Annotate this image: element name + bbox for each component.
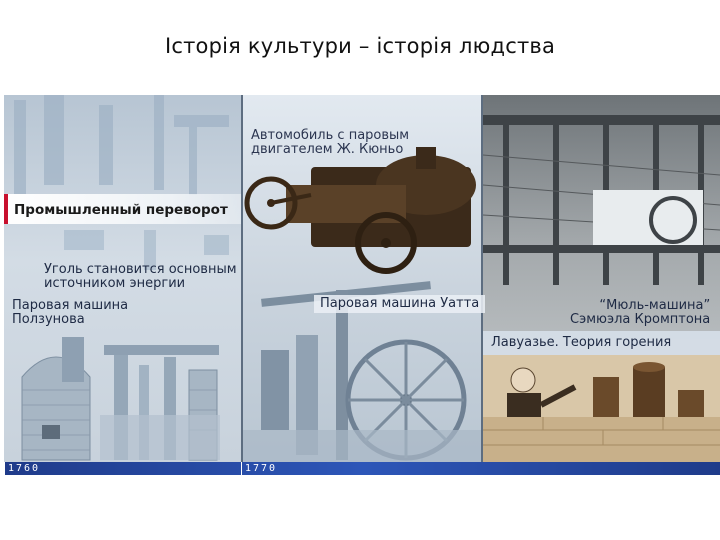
panel-divider bbox=[241, 95, 243, 463]
caption-cugnot: Автомобиль с паровым двигателем Ж. Кюньо bbox=[251, 128, 410, 157]
panel-mule-lavoisier bbox=[483, 95, 720, 463]
section-heading: Промышленный переворот bbox=[14, 202, 228, 218]
caption-polzunov: Паровая машина Ползунова bbox=[12, 298, 129, 327]
caption-lavoisier: Лавуазье. Теория горения bbox=[491, 335, 672, 350]
watt-engine-illustration bbox=[241, 147, 483, 463]
timeline-bar: 1760 1770 bbox=[4, 462, 720, 475]
spinning-mule-illustration bbox=[483, 115, 720, 463]
timeline-year: 1760 bbox=[8, 463, 41, 474]
panel-polzunov bbox=[4, 95, 241, 463]
caption-lavoisier-box: Лавуазье. Теория горения bbox=[483, 331, 720, 355]
panel-divider bbox=[481, 95, 483, 463]
caption-watt: Паровая машина Уатта bbox=[314, 295, 486, 313]
caption-coal: Уголь становится основным источником эне… bbox=[44, 262, 237, 291]
section-heading-strip: Промышленный переворот bbox=[4, 194, 241, 224]
timeline-year: 1770 bbox=[245, 463, 278, 474]
industrial-revolution-collage: Промышленный переворот Автомобиль с паро… bbox=[4, 95, 720, 475]
cugnot-car bbox=[244, 147, 476, 274]
caption-mule: “Мюль-машина” Сэмюэла Кромптона bbox=[570, 298, 711, 327]
timeline-tick bbox=[4, 462, 5, 475]
timeline-tick bbox=[241, 462, 242, 475]
panel-watt-cugnot bbox=[241, 95, 483, 463]
polzunov-engine-illustration bbox=[14, 95, 229, 461]
slide-title: Історія культури – історія людства bbox=[164, 34, 556, 58]
